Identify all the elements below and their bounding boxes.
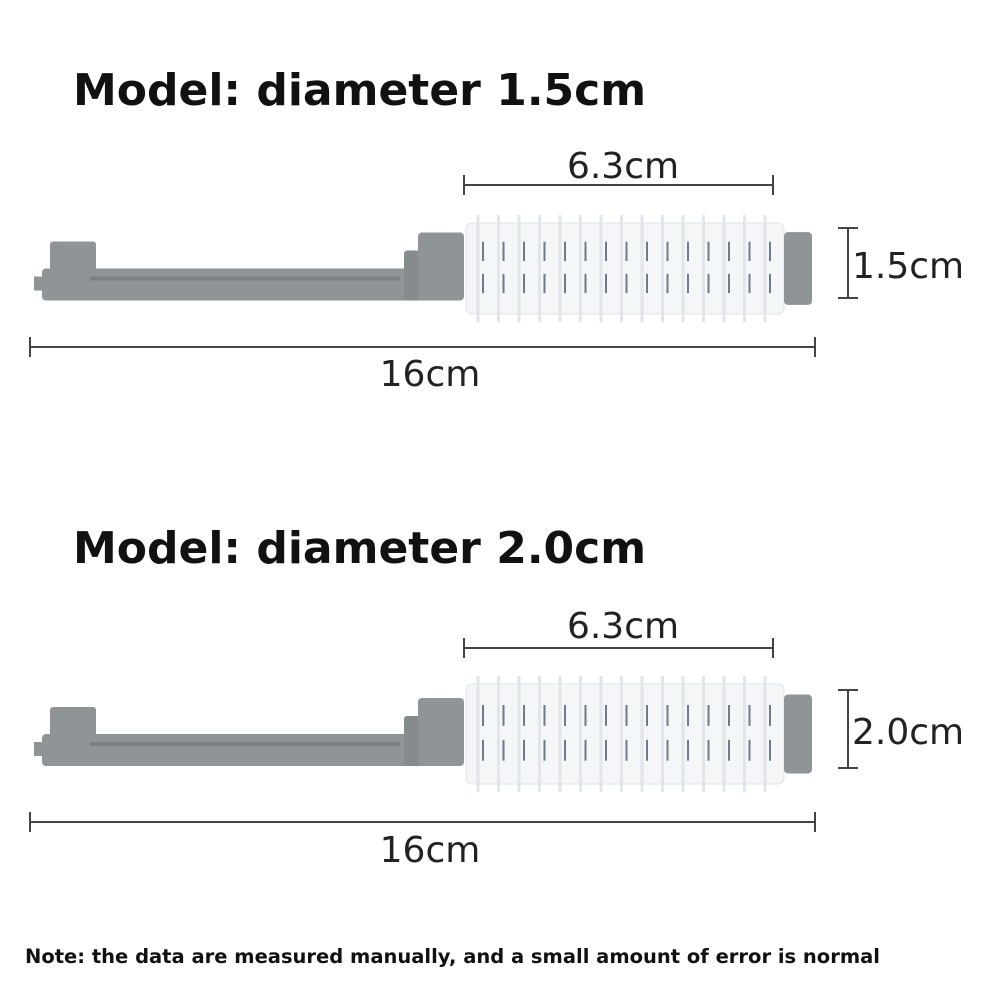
roller-stripe <box>748 739 751 761</box>
roller-stripe <box>605 705 607 726</box>
roller-stripe <box>646 273 648 294</box>
roller-length-dimension: 6.3cm <box>463 606 774 658</box>
roller-stripe <box>769 273 771 294</box>
clip-tab <box>50 241 96 272</box>
roller-stripe <box>543 739 546 761</box>
roller-stripe <box>666 273 669 294</box>
roller-stripe <box>769 705 771 726</box>
roller-stripe <box>502 739 505 761</box>
roller-length-label: 6.3cm <box>567 146 679 187</box>
roller-stripe <box>625 241 628 262</box>
roller-stripe <box>564 273 566 294</box>
roller-stripe <box>707 273 710 294</box>
roller-length-dimension: 6.3cm <box>463 146 774 195</box>
roller-stripe <box>707 705 710 726</box>
roller-body <box>465 683 785 785</box>
roller-stripe <box>605 241 607 262</box>
roller-stripe <box>502 705 505 726</box>
roller-stripe <box>502 241 505 262</box>
roller-stripe <box>543 705 546 726</box>
diameter-dimension: 1.5cm <box>838 227 964 299</box>
roller-stripe <box>646 705 648 726</box>
roller-stripe <box>769 241 771 262</box>
diameter-dimension: 2.0cm <box>838 689 964 769</box>
clip-head <box>418 232 464 301</box>
roller-stripe <box>584 241 587 262</box>
roller-stripe <box>646 739 648 761</box>
roller-stripe <box>666 739 669 761</box>
clip-tab <box>50 707 96 737</box>
roller-stripe <box>482 241 484 262</box>
clip-handle <box>42 734 462 766</box>
model-section-2.0cm: Model: diameter 2.0cm 6.3cm 2.0cm 16cm <box>29 523 964 871</box>
total-length-dimension: 16cm <box>29 337 816 395</box>
roller-stripe <box>707 739 710 761</box>
model-section-1.5cm: Model: diameter 1.5cm 6.3cm 1.5cm 16cm <box>29 65 964 395</box>
roller-body <box>465 222 785 315</box>
roller-end-cap <box>784 232 812 305</box>
diameter-label: 2.0cm <box>852 712 964 753</box>
roller-stripe <box>605 739 607 761</box>
roller-stripe <box>748 241 751 262</box>
roller-stripe <box>728 705 730 726</box>
roller-stripe <box>564 705 566 726</box>
roller-end-cap <box>784 694 812 774</box>
roller-stripe <box>584 273 587 294</box>
roller-stripe <box>687 273 689 294</box>
roller-stripe <box>728 739 730 761</box>
clip-handle <box>42 268 462 301</box>
roller-stripe <box>605 273 607 294</box>
measurement-note: Note: the data are measured manually, an… <box>25 945 880 968</box>
model-title: Model: diameter 2.0cm <box>73 523 646 574</box>
roller-stripe <box>564 739 566 761</box>
roller-stripe <box>687 241 689 262</box>
roller-stripe <box>584 739 587 761</box>
hair-roller-clip-image <box>34 676 812 792</box>
roller-stripe <box>666 705 669 726</box>
roller-stripe <box>523 705 525 726</box>
handle-groove <box>90 276 400 281</box>
roller-stripe <box>543 273 546 294</box>
roller-stripe <box>523 241 525 262</box>
roller-stripe <box>523 273 525 294</box>
roller-stripe <box>584 705 587 726</box>
total-length-label: 16cm <box>380 830 481 871</box>
diameter-label: 1.5cm <box>852 246 964 287</box>
clip-head <box>418 698 464 766</box>
total-length-dimension: 16cm <box>29 812 816 871</box>
roller-stripe <box>625 739 628 761</box>
roller-stripe <box>482 739 484 761</box>
roller-stripe <box>748 273 751 294</box>
roller-stripe <box>666 241 669 262</box>
roller-stripe <box>523 739 525 761</box>
hair-roller-clip-image <box>34 215 812 322</box>
roller-stripe <box>564 241 566 262</box>
roller-stripe <box>748 705 751 726</box>
clip-pin <box>34 276 44 291</box>
roller-stripe <box>687 705 689 726</box>
clip-pin <box>34 742 44 756</box>
roller-stripe <box>482 273 484 294</box>
roller-stripe <box>707 241 710 262</box>
roller-stripe <box>687 739 689 761</box>
roller-length-label: 6.3cm <box>567 606 679 647</box>
roller-stripe <box>769 739 771 761</box>
handle-groove <box>90 742 400 746</box>
roller-stripe <box>625 273 628 294</box>
roller-stripe <box>646 241 648 262</box>
roller-stripe <box>482 705 484 726</box>
roller-stripe <box>728 273 730 294</box>
roller-stripe <box>625 705 628 726</box>
roller-stripe <box>728 241 730 262</box>
model-title: Model: diameter 1.5cm <box>73 65 646 116</box>
total-length-label: 16cm <box>380 354 481 395</box>
roller-stripe <box>502 273 505 294</box>
roller-stripe <box>543 241 546 262</box>
